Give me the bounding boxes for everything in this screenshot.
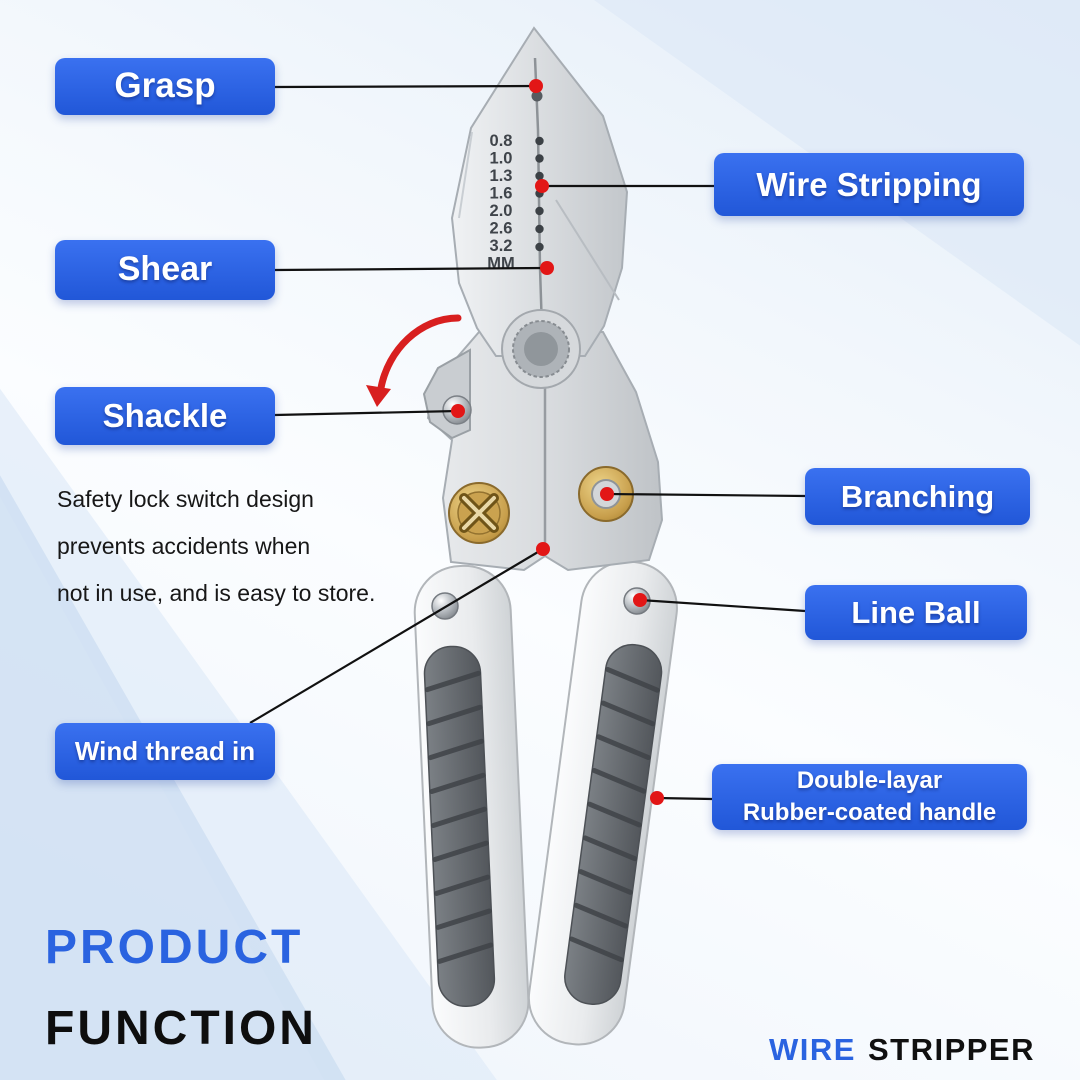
heading-function: FUNCTION [45,1002,317,1055]
callout-shear: Shear [55,240,275,300]
connector-grasp [274,84,537,89]
footer-heading: PRODUCT FUNCTION [45,920,317,1056]
size-1.0: 1.0 [490,150,513,168]
pivot-hinge [501,309,581,389]
stripping-notches [535,136,544,252]
callout-shear-label: Shear [117,250,213,289]
safety-note-line3: not in use, and is easy to store. [57,580,376,606]
rotation-arrow [366,314,462,407]
connector-branching [606,492,806,498]
callout-grasp: Grasp [55,58,275,115]
callout-wire-stripping: Wire Stripping [714,153,1024,216]
connector-wind-thread [249,548,544,724]
left-handle [413,564,530,1049]
grasp-hole [531,90,543,102]
wind-thread-screw [448,482,510,544]
size-1.6: 1.6 [490,185,513,203]
safety-note: Safety lock switch design prevents accid… [57,476,457,617]
safety-note-line2: prevents accidents when [57,533,311,559]
connector-shackle [274,409,459,417]
callout-line-ball-label: Line Ball [851,594,981,630]
callout-branching: Branching [805,468,1030,525]
brand-stripper: STRIPPER [867,1032,1035,1067]
callout-wire-stripping-label: Wire Stripping [756,165,982,203]
callout-rubber-handle: Double-layar Rubber-coated handle [712,764,1027,830]
size-2.0: 2.0 [490,202,513,220]
callout-wind-thread-in-label: Wind thread in [74,735,256,766]
callout-rubber-handle-line2: Rubber-coated handle [742,799,997,826]
callout-line-ball: Line Ball [805,585,1027,640]
size-0.8: 0.8 [490,132,513,150]
right-handle [527,560,678,1046]
safety-note-line1: Safety lock switch design [57,486,314,512]
brand-wordmark: WIRE STRIPPER [769,1032,1035,1068]
callout-grasp-label: Grasp [114,66,216,106]
size-2.6: 2.6 [490,220,513,238]
callout-rubber-handle-line1: Double-layar [796,767,943,795]
callout-shackle: Shackle [55,387,275,445]
heading-product: PRODUCT [45,921,304,974]
connector-shear [274,266,548,272]
size-3.2: 3.2 [490,237,513,255]
connector-handle [656,796,713,801]
brand-wire: WIRE [769,1032,856,1067]
right-handle-rubber-grip [564,643,663,1006]
callout-pointer-dots [451,79,664,805]
callout-branching-label: Branching [840,478,995,514]
connector-line-ball [639,598,806,613]
callout-shackle-label: Shackle [102,397,228,435]
callout-wind-thread-in: Wind thread in [55,723,275,780]
size-1.3: 1.3 [490,167,513,185]
